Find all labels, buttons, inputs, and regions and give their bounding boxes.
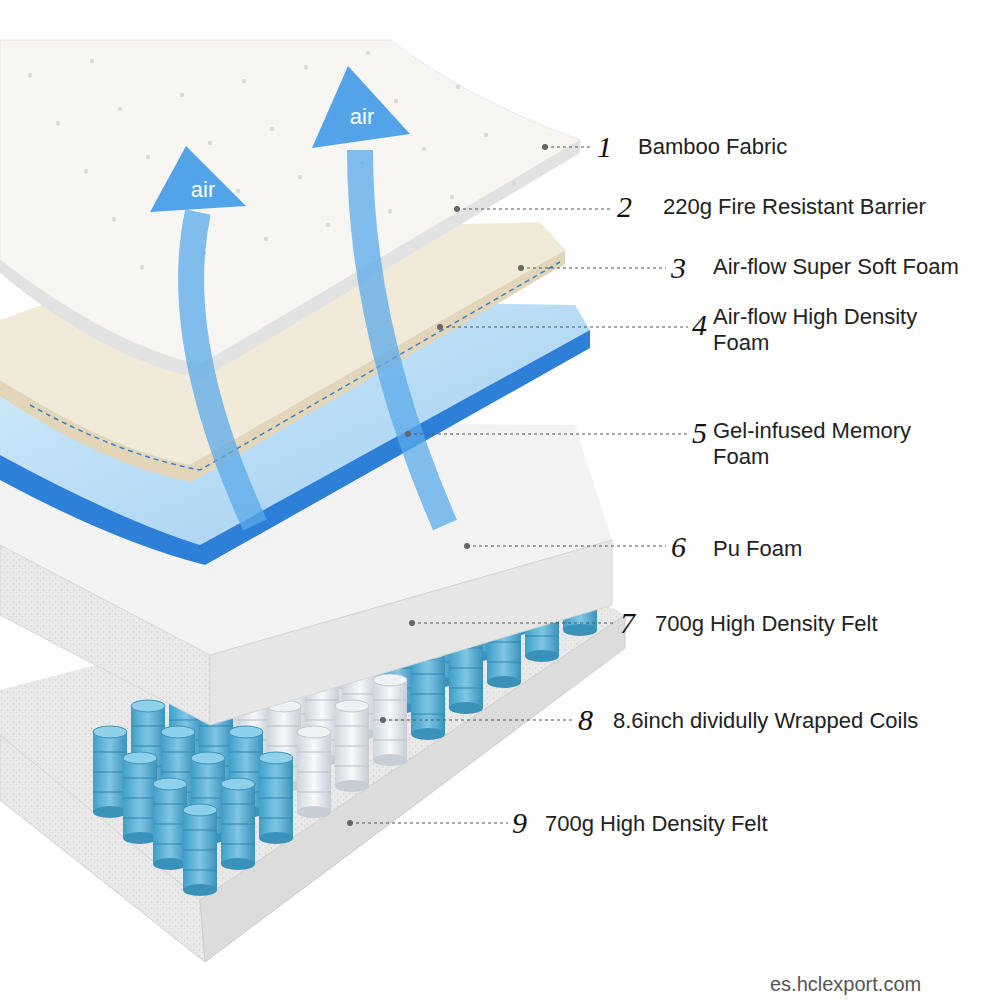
quilt-dot — [236, 189, 240, 193]
pocket-coil — [123, 752, 157, 844]
leader-line — [408, 433, 688, 434]
foam-front — [0, 545, 210, 725]
layer-name: 700g High Density Felt — [655, 611, 878, 637]
callout-number: 8 — [578, 702, 593, 738]
callout-number: 6 — [671, 529, 686, 565]
quilt-dot — [366, 51, 370, 55]
layer-name: Pu Foam — [713, 536, 802, 562]
layer-name: 220g Fire Resistant Barrier — [663, 194, 926, 220]
layer-name: 8.6inch dividully Wrapped Coils — [613, 708, 918, 734]
callout-number: 9 — [512, 805, 527, 841]
layer-name: Bamboo Fabric — [638, 134, 787, 160]
quilt-dot — [242, 79, 246, 83]
leader-line — [457, 208, 612, 209]
leader-dot — [518, 265, 524, 271]
layer-name: Gel-infused Memory Foam — [713, 418, 953, 471]
callout-number: 5 — [692, 415, 707, 451]
quilt-dot — [304, 65, 308, 69]
leader-line — [467, 545, 666, 546]
leader-dot — [437, 324, 443, 330]
leader-dot — [464, 543, 470, 549]
quilt-dot — [270, 127, 274, 131]
leader-dot — [405, 431, 411, 437]
leader-dot — [542, 144, 548, 150]
pocket-coil — [221, 778, 255, 870]
quilt-dot — [118, 107, 122, 111]
pocket-coil — [297, 726, 331, 818]
quilt-dot — [456, 85, 460, 89]
air-arrow — [360, 150, 445, 525]
leader-dot — [380, 717, 386, 723]
callout-number: 3 — [671, 250, 686, 286]
leader-line — [383, 719, 574, 720]
quilt-dot — [450, 195, 454, 199]
leader-line — [412, 622, 616, 623]
air-label: air — [350, 104, 374, 130]
foam-side — [210, 540, 612, 725]
quilt-dot — [90, 59, 94, 63]
pocket-coil — [259, 752, 293, 844]
leader-line — [350, 822, 508, 823]
quilt-dot — [388, 209, 392, 213]
leader-line — [545, 146, 592, 147]
pocket-coil — [93, 726, 127, 818]
layer-name: 700g High Density Felt — [545, 811, 768, 837]
quilt-dot — [484, 133, 488, 137]
pocket-coil — [335, 700, 369, 792]
layer-name: Air-flow High Density Foam — [713, 304, 963, 357]
leader-dot — [347, 820, 353, 826]
quilt-dot — [326, 223, 330, 227]
air-arrow — [191, 212, 255, 525]
quilt-dot — [512, 181, 516, 185]
callout-number: 7 — [620, 605, 635, 641]
leader-dot — [409, 620, 415, 626]
watermark: es.hclexport.com — [770, 972, 921, 996]
leader-line — [521, 267, 666, 268]
quilt-dot — [28, 73, 32, 77]
quilt-dot — [84, 169, 88, 173]
leader-line — [440, 326, 688, 327]
quilt-dot — [146, 155, 150, 159]
pocket-coil — [153, 778, 187, 870]
callout-number: 4 — [692, 307, 707, 343]
quilt-dot — [422, 147, 426, 151]
quilt-dot — [264, 237, 268, 241]
callout-number: 1 — [597, 129, 612, 165]
air-arrow-head — [312, 66, 410, 148]
quilt-dot — [298, 175, 302, 179]
quilt-dot — [208, 141, 212, 145]
leader-dot — [454, 206, 460, 212]
quilt-dot — [140, 265, 144, 269]
quilt-dot — [180, 93, 184, 97]
quilt-dot — [394, 99, 398, 103]
air-label: air — [191, 177, 215, 203]
quilt-dot — [112, 217, 116, 221]
layer-name: Air-flow Super Soft Foam — [713, 254, 959, 280]
fabric-edge — [0, 140, 580, 379]
pocket-coil — [183, 804, 217, 896]
callout-number: 2 — [617, 189, 632, 225]
air-arrow-head — [150, 146, 246, 212]
quilt-dot — [56, 121, 60, 125]
